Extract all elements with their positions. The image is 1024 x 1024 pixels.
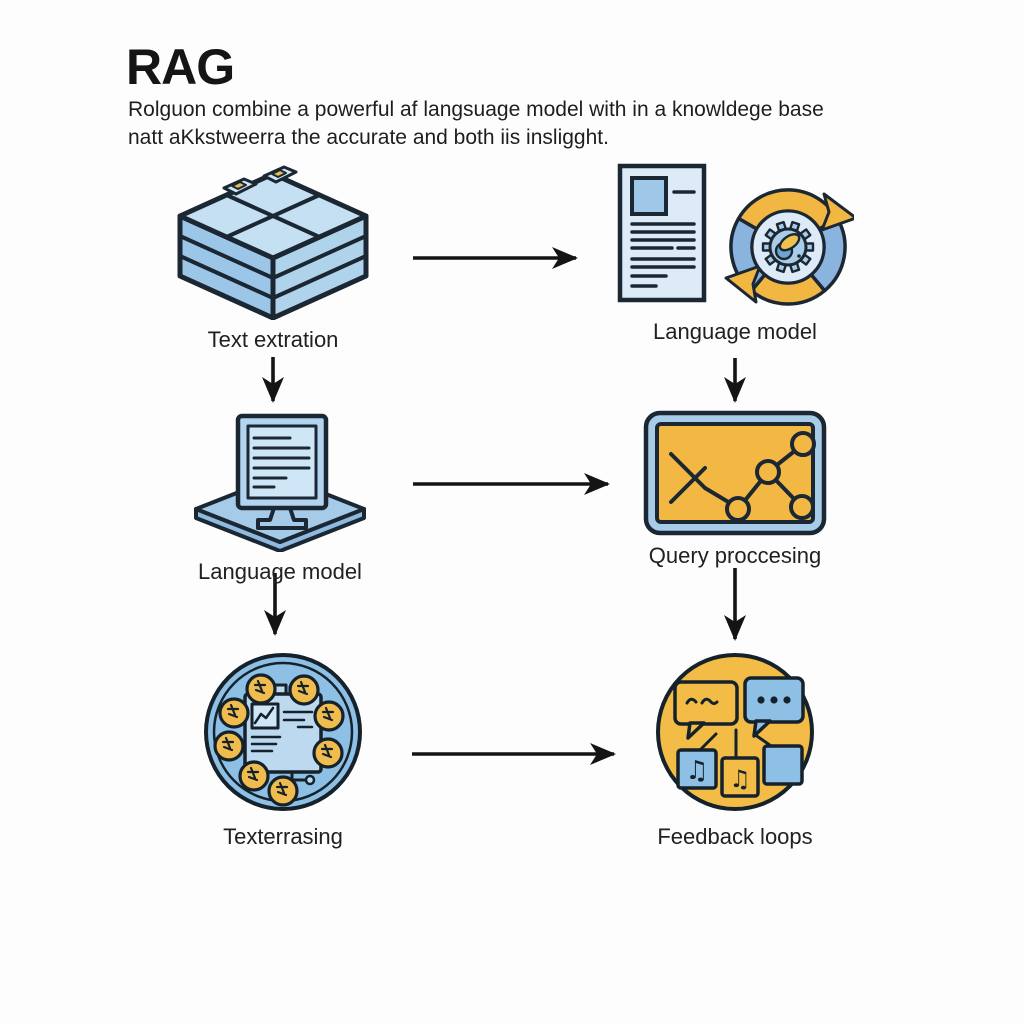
node-text-extraction: Text extration [150, 160, 396, 353]
book-glyph [222, 177, 258, 196]
node-language-model-top: Language model [595, 162, 875, 345]
node-label: Text extration [207, 327, 339, 352]
media-feedback-circle-icon: ♫ ♫ [656, 653, 814, 811]
svg-text:♫: ♫ [685, 756, 708, 786]
music-tile-icon: ♫ [720, 756, 760, 798]
speech-bubble-icon [743, 676, 805, 738]
node-feedback-loops: ♫ ♫ Feedback loops [640, 652, 830, 850]
node-label: Query proccesing [648, 543, 822, 568]
page-subtitle: Rolguon combine a powerful af langsuage … [128, 96, 824, 151]
document-hub-circle-icon [204, 653, 362, 811]
document-icon [617, 163, 707, 303]
node-label: Texterrasing [223, 824, 343, 849]
node-label: Language model [653, 319, 817, 344]
blank-tile-icon [762, 744, 804, 786]
svg-text:♫: ♫ [729, 765, 751, 793]
node-text-processing: Texterrasing [188, 652, 378, 850]
book-glyph [262, 165, 298, 184]
node-language-model-mid: Language model [180, 412, 380, 585]
line-chart-tablet-icon [643, 410, 827, 536]
subtitle-line-1: Rolguon combine a powerful af langsuage … [128, 98, 824, 121]
page-title: RAG [126, 39, 235, 95]
icon-group [616, 162, 854, 312]
satellite-glyph-circles [213, 673, 345, 807]
database-cube-icon [177, 165, 369, 320]
node-label: Feedback loops [657, 824, 813, 849]
satellite-glyph-marks [221, 679, 335, 797]
monitor-on-platform-icon [194, 413, 366, 552]
sync-cycle-icon [724, 188, 854, 306]
speech-bubble-icon [673, 680, 739, 740]
music-tile-icon: ♫ [676, 748, 718, 790]
gear-icon [761, 220, 815, 274]
node-label: Language model [198, 559, 362, 584]
subtitle-line-2: natt aKkstweerra the accurate and both i… [128, 125, 609, 149]
node-query-processing: Query proccesing [635, 410, 835, 569]
